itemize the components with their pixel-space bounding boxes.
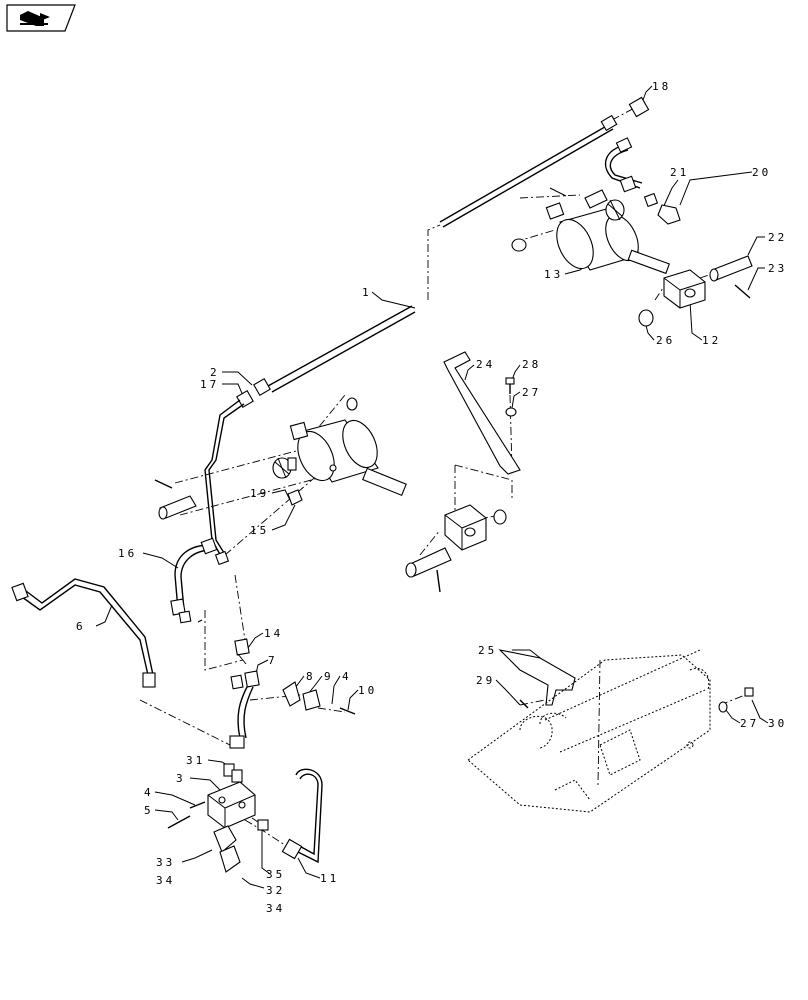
part-9-clamp — [302, 689, 321, 711]
callout-16: 16 — [118, 547, 137, 560]
part-6-tube — [11, 578, 156, 688]
assembly-centerlines — [139, 104, 746, 846]
part-28-screw — [505, 377, 515, 394]
part-31-fittings — [223, 763, 243, 783]
callout-26: 26 — [656, 334, 675, 347]
callout-10: 10 — [358, 684, 377, 697]
part-19-fitting — [272, 457, 297, 479]
callout-29: 29 — [476, 674, 495, 687]
part-35-fitting — [251, 817, 269, 831]
callout-20: 20 — [752, 166, 771, 179]
part-25-bracket — [498, 649, 576, 709]
part-33-solenoid — [213, 825, 241, 873]
callout-3: 3 — [176, 772, 186, 785]
callout-24: 24 — [476, 358, 495, 371]
callout-27a: 27 — [522, 386, 541, 399]
part-27-washer — [505, 407, 517, 417]
part-13-cylinder — [511, 187, 671, 275]
nav-badge[interactable] — [6, 4, 76, 32]
callout-32: 32 — [266, 884, 285, 897]
part-30-screw — [744, 687, 754, 697]
callout-34b: 34 — [266, 902, 285, 915]
callout-28: 28 — [522, 358, 541, 371]
callout-12: 12 — [702, 334, 721, 347]
callout-15: 15 — [250, 524, 269, 537]
part-1-tube — [267, 114, 618, 393]
callout-9: 9 — [324, 670, 334, 683]
callout-22: 22 — [768, 231, 787, 244]
callout-7: 7 — [268, 654, 278, 667]
callout-34a: 34 — [156, 874, 175, 887]
callout-33: 33 — [156, 856, 175, 869]
loader-arm-outline — [467, 649, 711, 813]
callout-35: 35 — [266, 868, 285, 881]
callout-21: 21 — [670, 166, 689, 179]
callout-4b: 4 — [144, 786, 154, 799]
part-15-fitting — [287, 489, 303, 506]
part-16-hose — [170, 537, 218, 624]
part-5-bolt — [167, 815, 191, 829]
part-7-elbow — [229, 670, 260, 749]
callout-2: 2 — [210, 366, 220, 379]
part-clevis-lower — [444, 504, 507, 551]
part-17-fitting — [236, 390, 254, 408]
callout-6: 6 — [76, 620, 86, 633]
part-12-clevis — [663, 269, 706, 309]
callout-31: 31 — [186, 754, 205, 767]
callout-5: 5 — [144, 804, 154, 817]
callout-labels: 1 2 17 18 21 20 22 23 13 26 12 24 28 27 … — [76, 80, 787, 915]
part-pin-left — [154, 479, 197, 520]
part-21-hose — [604, 137, 659, 208]
callout-25: 25 — [478, 644, 497, 657]
callout-13: 13 — [544, 268, 563, 281]
part-22-pin — [709, 255, 753, 282]
callout-1: 1 — [362, 286, 372, 299]
callout-27b: 27 — [740, 717, 759, 730]
part-14-fitting — [234, 638, 250, 665]
leader-lines — [95, 85, 769, 889]
callout-14: 14 — [264, 627, 283, 640]
callout-11: 11 — [320, 872, 339, 885]
part-26-washer — [638, 309, 654, 327]
callout-17: 17 — [200, 378, 219, 391]
part-4-washer — [189, 801, 206, 809]
part-2-nut — [253, 378, 271, 396]
callout-19: 19 — [250, 487, 269, 500]
callout-18: 18 — [652, 80, 671, 93]
callout-23: 23 — [768, 262, 787, 275]
part-27-washer-right — [718, 701, 728, 713]
part-10-bolt — [339, 707, 356, 715]
part-23-bolt — [734, 284, 751, 299]
part-center-cylinder — [289, 397, 407, 497]
part-pin-lower — [405, 547, 452, 593]
callout-30: 30 — [768, 717, 787, 730]
part-8-clip — [282, 681, 301, 707]
folder-arrow-icon — [20, 11, 50, 26]
part-24-bracket — [443, 351, 521, 475]
part-11-tube — [281, 768, 323, 864]
callout-8: 8 — [306, 670, 316, 683]
callout-4a: 4 — [342, 670, 352, 683]
part-20-fitting — [657, 204, 681, 225]
part-18-nut — [628, 96, 650, 118]
part-3-valve-block — [207, 781, 256, 829]
